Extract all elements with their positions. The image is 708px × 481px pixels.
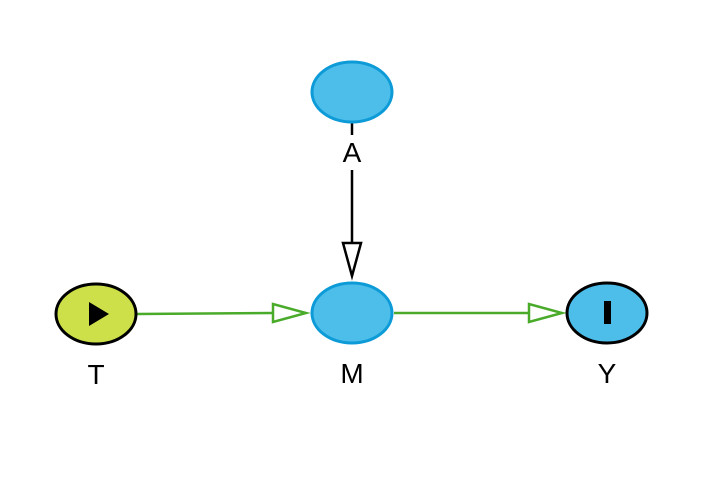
play-icon bbox=[89, 302, 109, 326]
node-m[interactable]: M bbox=[310, 281, 394, 389]
node-m-label: M bbox=[340, 358, 363, 389]
bar-icon bbox=[604, 301, 611, 324]
edge-t-m-arrowhead bbox=[271, 302, 311, 324]
edge-a-m[interactable] bbox=[341, 123, 363, 281]
edge-a-m-arrowhead bbox=[341, 241, 363, 281]
node-a-label: A bbox=[343, 137, 362, 168]
edge-m-y[interactable] bbox=[394, 302, 567, 324]
edge-t-m[interactable] bbox=[136, 302, 311, 324]
node-y-label: Y bbox=[598, 358, 617, 389]
node-y[interactable]: Y bbox=[565, 281, 649, 389]
node-m-ellipse[interactable] bbox=[310, 281, 394, 345]
node-a[interactable]: A bbox=[310, 60, 394, 168]
node-t-label: T bbox=[87, 359, 104, 390]
edge-m-y-arrowhead bbox=[527, 302, 567, 324]
node-t[interactable]: T bbox=[54, 282, 138, 390]
node-a-ellipse[interactable] bbox=[310, 60, 394, 124]
edge-t-m-line bbox=[136, 311, 274, 316]
